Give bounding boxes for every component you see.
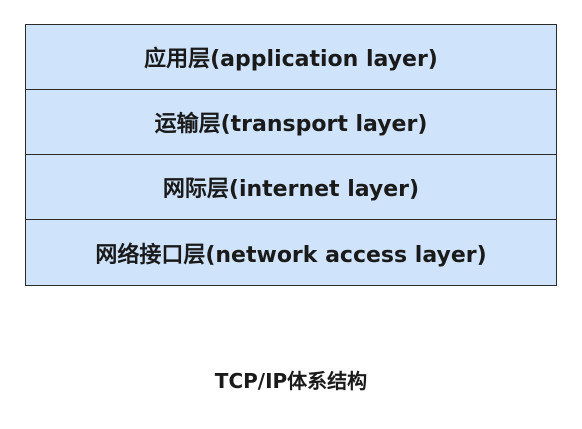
layer-network-access: 网络接口层(network access layer) <box>26 220 556 285</box>
layer-internet-label: 网际层(internet layer) <box>162 177 420 202</box>
tcpip-layer-stack: 应用层(application layer) 运输层(transport lay… <box>25 24 557 286</box>
layer-transport: 运输层(transport layer) <box>26 90 556 155</box>
layer-application: 应用层(application layer) <box>26 25 556 90</box>
layer-application-label: 应用层(application layer) <box>144 47 438 72</box>
diagram-caption: TCP/IP体系结构 <box>214 369 368 393</box>
layer-network-access-label: 网络接口层(network access layer) <box>95 242 487 268</box>
layer-internet: 网际层(internet layer) <box>26 155 556 220</box>
layer-transport-label: 运输层(transport layer) <box>154 112 428 137</box>
